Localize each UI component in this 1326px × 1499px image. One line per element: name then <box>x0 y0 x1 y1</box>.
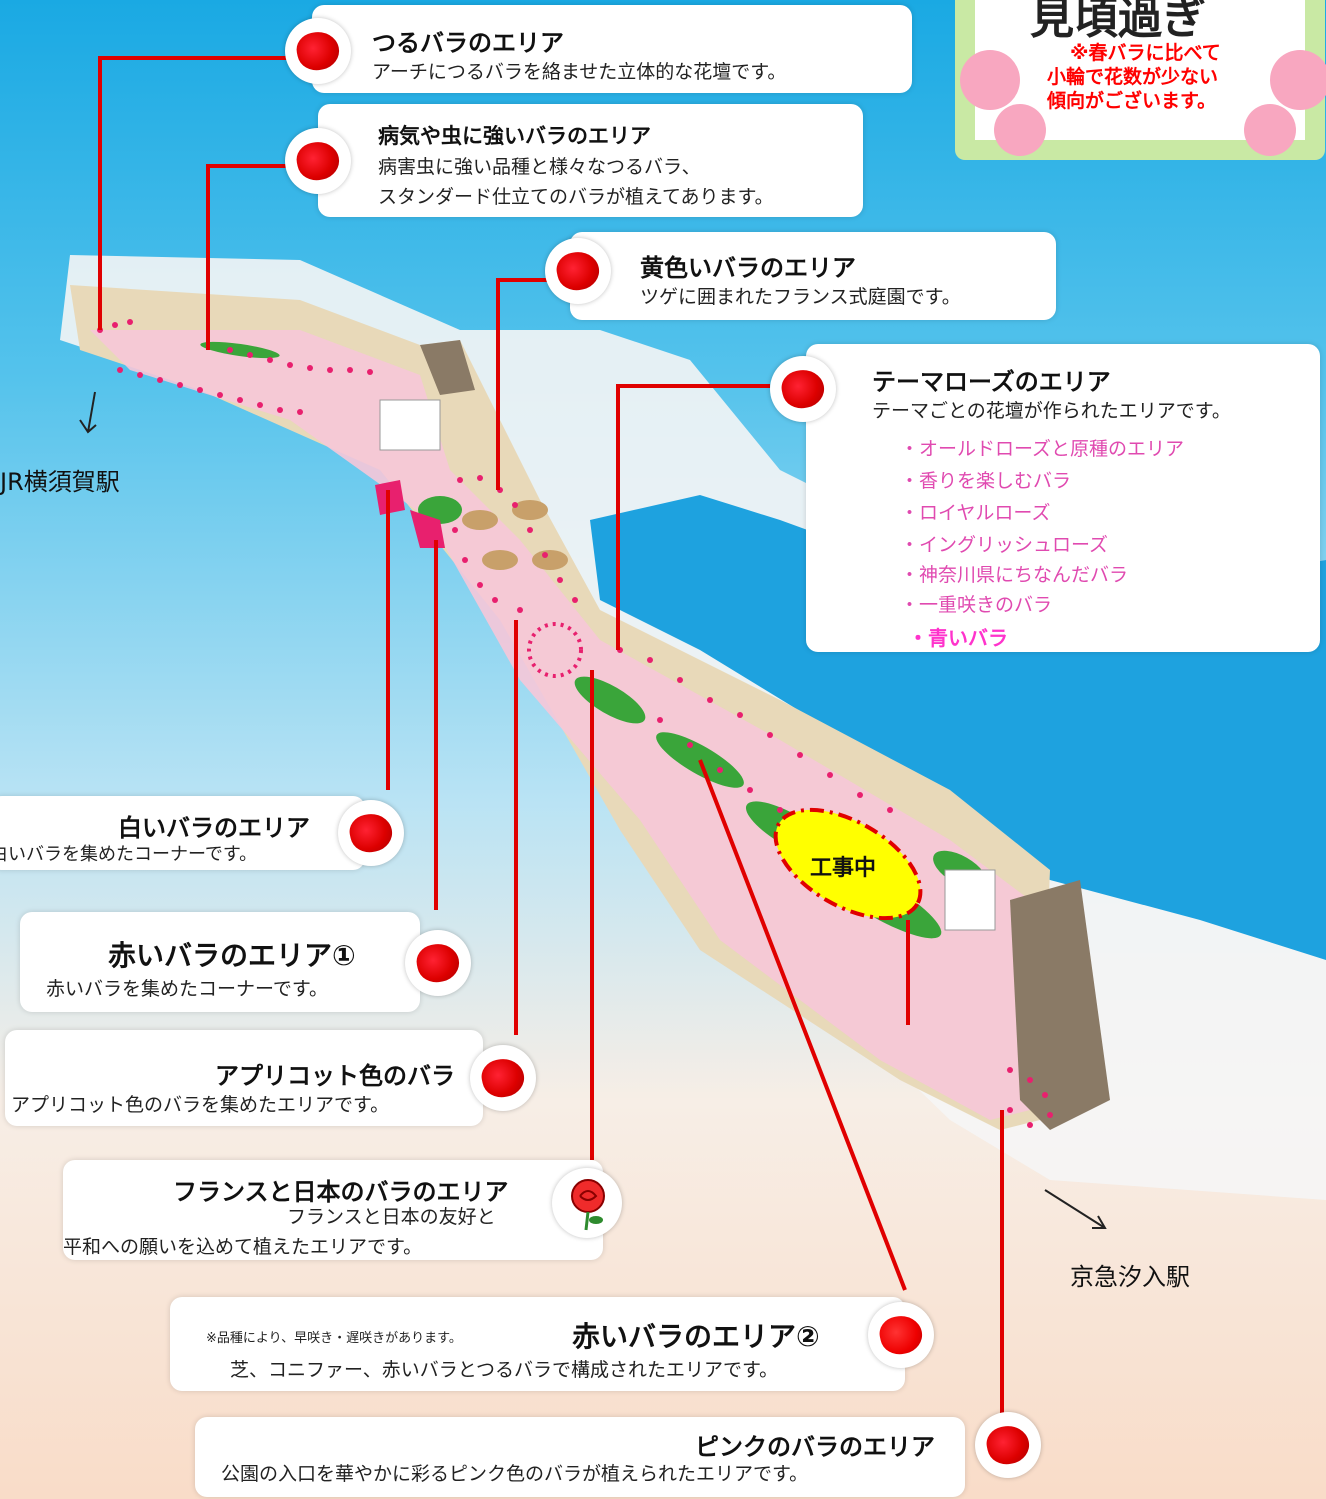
aka1-desc: 赤いバラを集めたコーナーです。 <box>46 978 328 1000</box>
notice-heading: 見頃過ぎ <box>1030 0 1206 44</box>
shiro-desc: 白いバラを集めたコーナーです。 <box>0 844 258 865</box>
aka1-block <box>410 510 445 548</box>
pink-title: ピンクのバラのエリア <box>695 1433 935 1461</box>
notice-note-2: 小輪で花数が少ない <box>1047 66 1219 88</box>
apricot-rose-icon <box>470 1045 536 1111</box>
byoki-card[interactable]: 病気や虫に強いバラのエリア 病害虫に強い品種と様々なつるバラ、 スタンダード仕立… <box>318 104 863 217</box>
pink-card[interactable]: ピンクのバラのエリア 公園の入口を華やかに彩るピンク色のバラが植えられたエリアで… <box>195 1417 965 1497</box>
construction-label: 工事中 <box>810 856 877 881</box>
rose-dot-trails <box>97 319 1053 1128</box>
byoki-desc-1: 病害虫に強い品種と様々なつるバラ、 <box>378 156 701 178</box>
theme-item-1: ・オールドローズと原種のエリア <box>900 438 1185 460</box>
keikyu-station-label: 京急汐入駅 <box>1070 1263 1190 1291</box>
aka1-title: 赤いバラのエリア① <box>108 939 356 972</box>
france-rose-icon <box>552 1168 622 1238</box>
aka1-rose-icon <box>405 930 471 996</box>
kiiro-desc: ツゲに囲まれたフランス式庭園です。 <box>640 286 961 308</box>
theme-rose-icon <box>770 356 836 422</box>
theme-card[interactable]: テーマローズのエリア テーマごとの花壇が作られたエリアです。 <box>806 344 1320 652</box>
planter-beds <box>462 500 568 570</box>
rose-circle <box>527 622 583 678</box>
leader-lines <box>98 56 1004 1418</box>
france-card[interactable]: フランスと日本のバラのエリア フランスと日本の友好と 平和への願いを込めて植えた… <box>63 1160 603 1260</box>
shiro-title: 白いバラのエリア <box>118 814 310 842</box>
aka2-rose-icon <box>868 1302 934 1368</box>
theme-item-blue: ・青いバラ <box>908 626 1008 650</box>
aka2-desc: 芝、コニファー、赤いバラとつるバラで構成されたエリアです。 <box>230 1359 779 1381</box>
byoki-title: 病気や虫に強いバラのエリア <box>378 124 651 148</box>
shiro-card[interactable]: 白いバラのエリア 白いバラを集めたコーナーです。 <box>0 796 365 870</box>
kiiro-card[interactable]: 黄色いバラのエリア ツゲに囲まれたフランス式庭園です。 <box>570 232 1056 320</box>
aka2-note: ※品種により、早咲き・遅咲きがあります。 <box>206 1331 462 1346</box>
theme-item-3: ・ロイヤルローズ <box>900 502 1051 524</box>
byoki-rose-icon <box>285 128 351 194</box>
notice-frame <box>955 0 1326 160</box>
apricot-desc: アプリコット色のバラを集めたエリアです。 <box>11 1094 390 1116</box>
jr-station-label: JR横須賀駅 <box>0 468 120 496</box>
france-desc-2: 平和への願いを込めて植えたエリアです。 <box>63 1236 423 1258</box>
tsuru-title: つるバラのエリア <box>372 29 564 57</box>
tsuru-desc: アーチにつるバラを絡ませた立体的な花壇です。 <box>372 61 787 83</box>
notice-note-3: 傾向がございます。 <box>1047 90 1217 112</box>
kiiro-rose-icon <box>545 238 611 304</box>
byoki-desc-2: スタンダード仕立てのバラが植えてあります。 <box>378 186 774 208</box>
pink-promenade <box>90 330 1030 1120</box>
apricot-card[interactable]: アプリコット色のバラ アプリコット色のバラを集めたエリアです。 <box>5 1030 483 1126</box>
france-title: フランスと日本のバラのエリア <box>173 1178 509 1206</box>
notice-note-1: ※春バラに比べて <box>1070 42 1221 64</box>
tsuru-card[interactable]: つるバラのエリア アーチにつるバラを絡ませた立体的な花壇です。 <box>312 5 912 93</box>
building-outlines <box>379 399 996 931</box>
shiro-rose-icon <box>338 800 404 866</box>
aka1-card[interactable]: 赤いバラのエリア① 赤いバラを集めたコーナーです。 <box>20 912 420 1012</box>
tsuru-rose-icon <box>285 18 351 84</box>
aka2-title: 赤いバラのエリア② <box>572 1320 820 1353</box>
pink-desc: 公園の入口を華やかに彩るピンク色のバラが植えられたエリアです。 <box>221 1463 809 1485</box>
construction-zone <box>773 807 923 921</box>
aka2-card[interactable]: ※品種により、早咲き・遅咲きがあります。 赤いバラのエリア② 芝、コニファー、赤… <box>170 1297 905 1391</box>
theme-item-4: ・イングリッシュローズ <box>900 534 1109 556</box>
theme-item-6: ・一重咲きのバラ <box>900 594 1053 616</box>
pink-rose-icon <box>975 1412 1041 1478</box>
theme-item-5: ・神奈川県にちなんだバラ <box>900 564 1129 586</box>
france-desc-1: フランスと日本の友好と <box>287 1206 496 1228</box>
buildings <box>420 340 1110 1130</box>
theme-title: テーマローズのエリア <box>872 368 1111 396</box>
theme-desc: テーマごとの花壇が作られたエリアです。 <box>872 400 1231 422</box>
apricot-title: アプリコット色のバラ <box>215 1062 455 1090</box>
kiiro-title: 黄色いバラのエリア <box>640 254 856 282</box>
theme-item-2: ・香りを楽しむバラ <box>900 470 1072 492</box>
station-arrows <box>79 391 1107 1229</box>
